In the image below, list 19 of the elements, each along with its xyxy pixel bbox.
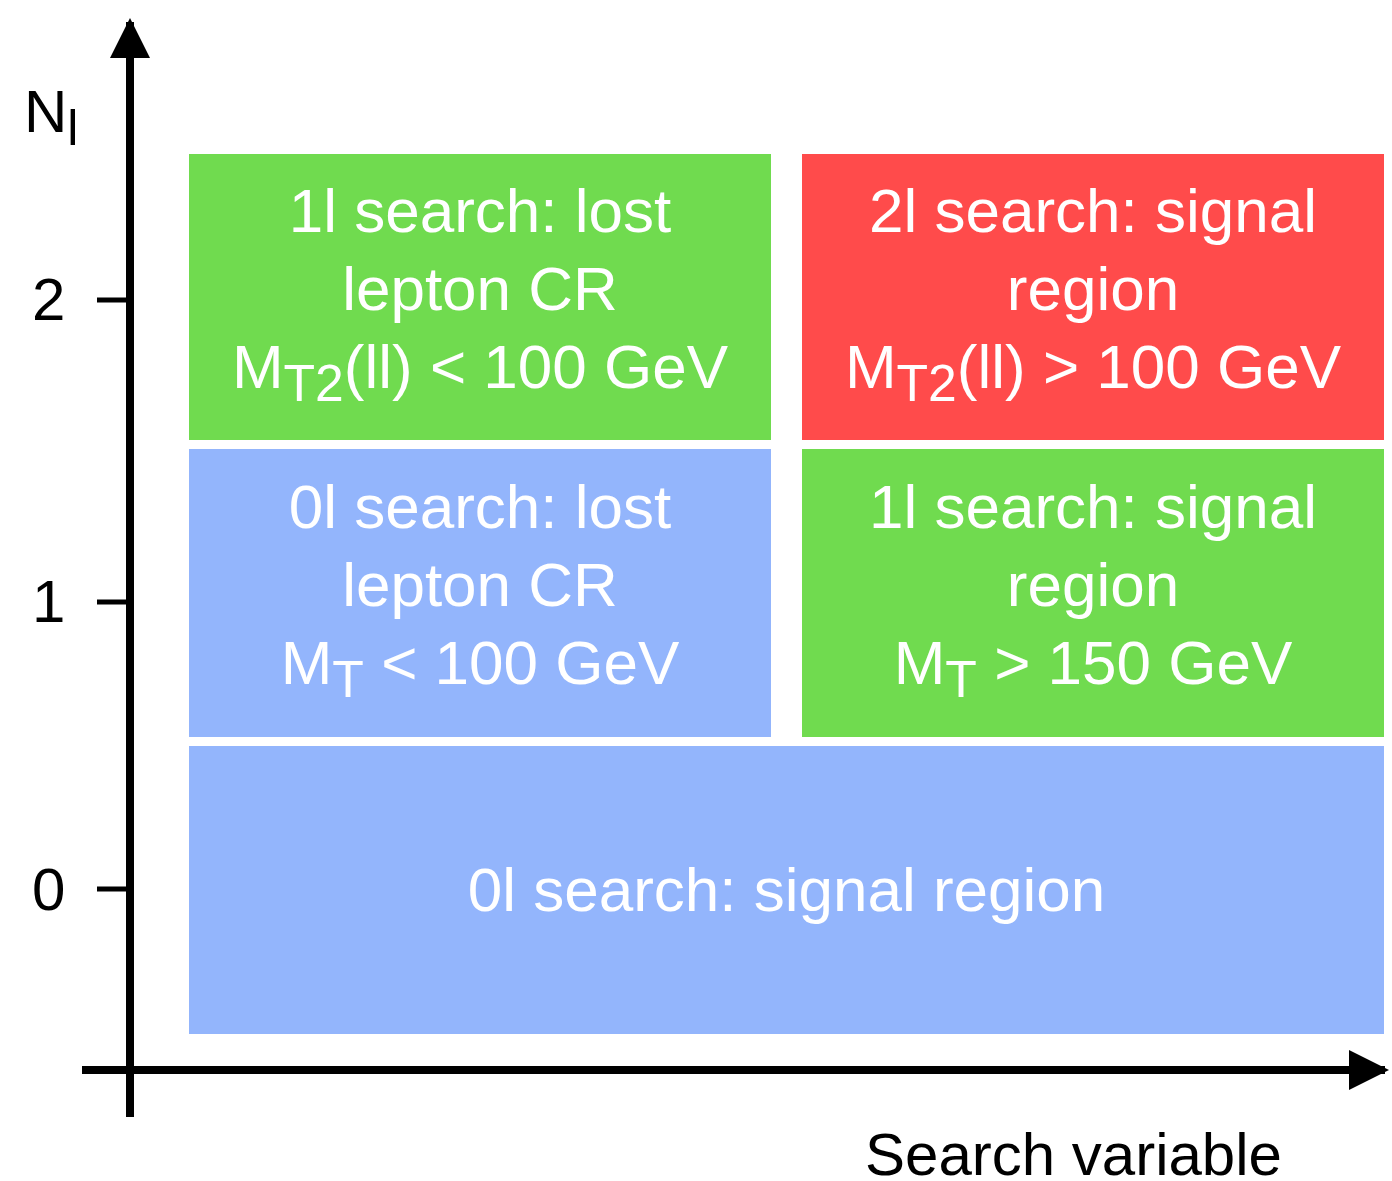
cut-label: M$_{T2}$(ll) < 100 GeV xyxy=(231,330,729,415)
region-label: 2l search: signal region xyxy=(868,174,1318,325)
region-box xyxy=(802,449,1384,737)
region-label: 0l search: signal region xyxy=(467,854,1106,926)
region-box xyxy=(189,746,1384,1034)
tick-label: 2 xyxy=(32,270,66,330)
region-box xyxy=(189,449,771,737)
region-label: 1l search: signal region xyxy=(868,470,1318,621)
tick-label: 1 xyxy=(32,572,66,632)
region-box xyxy=(189,154,771,440)
axis-title: N$_{l}$ xyxy=(24,82,79,153)
tick-label: 0 xyxy=(32,860,66,920)
region-label: 0l search: lost lepton CR xyxy=(287,470,673,621)
cut-label: M$_{T}$ < 100 GeV xyxy=(280,626,680,711)
region-label: 1l search: lost lepton CR xyxy=(287,174,673,325)
cut-label: M$_{T}$ > 150 GeV xyxy=(893,626,1293,711)
cut-label: M$_{T2}$(ll) > 100 GeV xyxy=(844,330,1342,415)
region-box xyxy=(802,154,1384,440)
axis-title: Search variable xyxy=(865,1125,1282,1181)
